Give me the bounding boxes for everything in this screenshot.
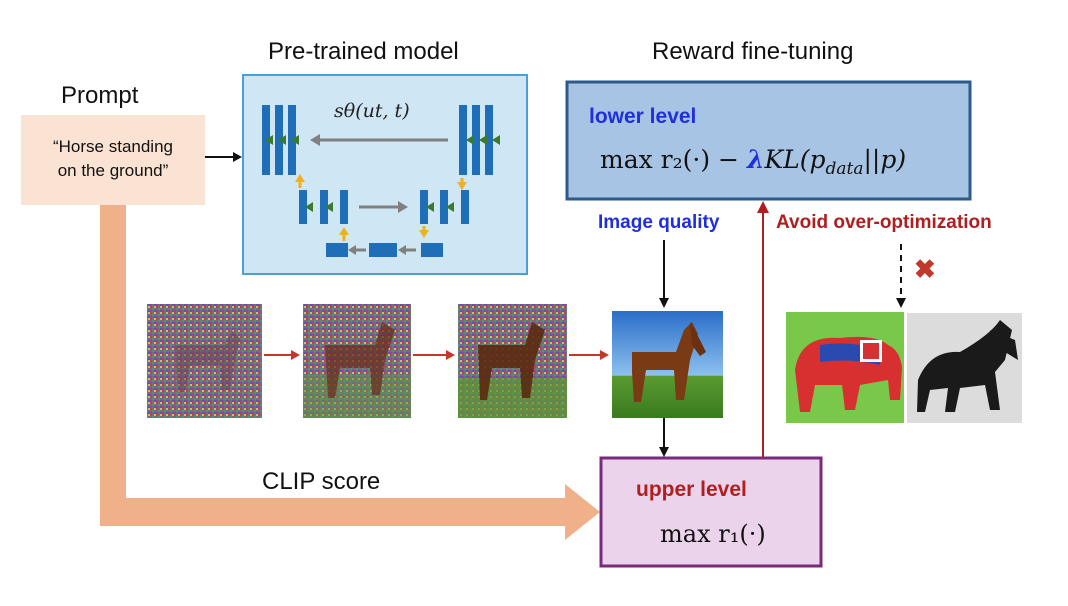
- formula-prefix: max r₂(·) −: [600, 145, 747, 174]
- formula-sub: data: [825, 159, 864, 179]
- formula-lambda: λ: [746, 145, 765, 174]
- upper-level-formula: max r₁(·): [660, 520, 766, 548]
- unet-diagram: [262, 105, 500, 257]
- upper-level-box: [599, 456, 823, 568]
- prompt-box: “Horse standing on the ground”: [21, 115, 205, 205]
- noisy-image-1: [147, 304, 262, 418]
- clean-horse-image: [612, 311, 723, 418]
- formula-suffix: KL(p: [764, 145, 826, 174]
- lower-level-label: lower level: [589, 105, 697, 128]
- over-optimized-image-2: [907, 313, 1022, 423]
- noisy-image-2: [303, 304, 411, 418]
- lower-level-box: [565, 80, 972, 201]
- score-function-label: sθ(ut, t): [334, 100, 410, 122]
- prompt-title: Prompt: [61, 82, 139, 109]
- image-quality-label: Image quality: [598, 212, 720, 233]
- x-mark-icon: ✖: [914, 254, 936, 284]
- formula-end: ||p): [863, 145, 907, 174]
- pretrained-title: Pre-trained model: [268, 38, 459, 65]
- prompt-line-2: on the ground”: [57, 161, 169, 180]
- prompt-line-1: “Horse standing: [52, 137, 173, 156]
- reward-title: Reward fine-tuning: [652, 38, 854, 65]
- clip-score-label: CLIP score: [262, 468, 381, 495]
- upper-level-label: upper level: [636, 478, 747, 501]
- noisy-image-3: [458, 304, 567, 418]
- lower-level-formula: max r₂(·) − λKL(pdata||p): [600, 145, 906, 179]
- clip-score-arrow: [100, 205, 600, 540]
- avoid-over-optimization-label: Avoid over-optimization: [776, 212, 992, 233]
- over-optimized-image-1: [786, 312, 904, 423]
